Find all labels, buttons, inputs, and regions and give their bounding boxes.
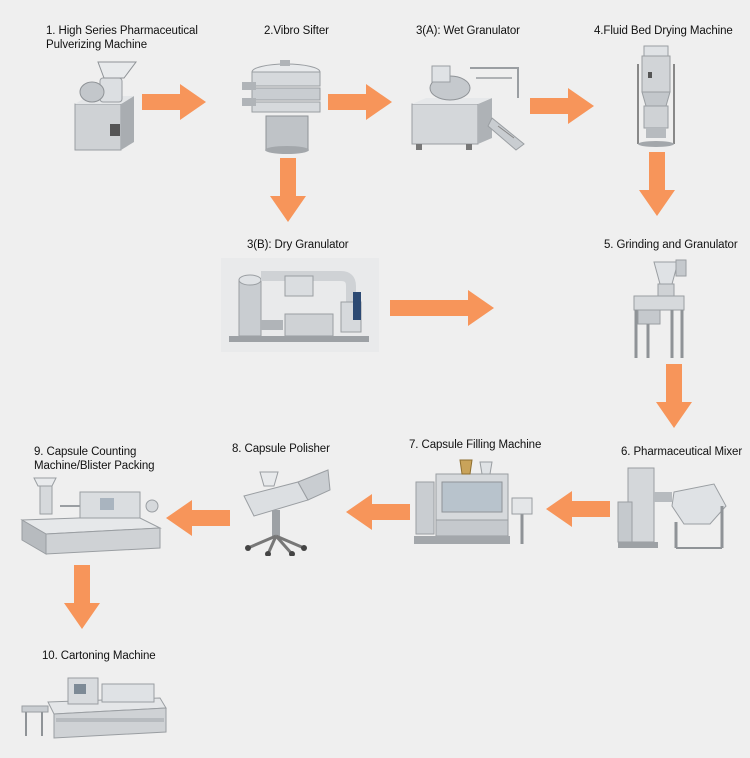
step-6-label: 6. Pharmaceutical Mixer (621, 446, 743, 458)
pharmaceutical-mixer-image (617, 467, 727, 549)
step-8-label: 8. Capsule Polisher (232, 443, 330, 455)
step-9-label-line1: 9. Capsule Counting (34, 446, 137, 458)
arrow-6-to-7 (546, 491, 610, 527)
step-3b-label: 3(B): Dry Granulator (247, 239, 349, 251)
arrow-5-to-6 (656, 364, 692, 428)
blister-packing-machine-image (20, 477, 162, 555)
wet-granulator-image (411, 65, 525, 151)
grinding-granulator-image (633, 259, 687, 358)
step-9-label: 9. Capsule Counting Machine/Blister Pack… (34, 445, 155, 473)
arrow-7-to-8 (346, 494, 410, 530)
cartoning-machine-image (21, 677, 167, 739)
step-1-label-line2: Pulverizing Machine (46, 39, 148, 51)
step-5-label: 5. Grinding and Granulator (604, 239, 738, 251)
step-3a-label: 3(A): Wet Granulator (416, 25, 520, 37)
step-1-label-line1: 1. High Series Pharmaceutical (46, 25, 198, 37)
capsule-filling-machine-image (414, 459, 533, 544)
step-4-label: 4.Fluid Bed Drying Machine (594, 25, 733, 37)
arrow-8-to-9 (166, 500, 230, 536)
arrow-2-to-3b (270, 158, 306, 222)
capsule-polisher-image (243, 469, 331, 556)
arrow-4-to-5 (639, 152, 675, 216)
step-7-label: 7. Capsule Filling Machine (409, 439, 542, 451)
arrow-3b-to-5 (390, 290, 494, 326)
arrow-1-to-2 (142, 84, 206, 120)
arrow-3a-to-4 (530, 88, 594, 124)
fluid-bed-dryer-image (637, 45, 675, 147)
step-1-label: 1. High Series Pharmaceutical Pulverizin… (46, 24, 198, 52)
step-10-label: 10. Cartoning Machine (42, 650, 156, 662)
step-9-label-line2: Machine/Blister Packing (34, 460, 155, 472)
pulverizing-machine-image (74, 61, 137, 151)
arrow-9-to-10 (64, 565, 100, 629)
vibro-sifter-image (242, 60, 321, 154)
arrow-2-to-3a (328, 84, 392, 120)
step-2-label: 2.Vibro Sifter (264, 25, 329, 37)
dry-granulator-image (221, 258, 379, 352)
